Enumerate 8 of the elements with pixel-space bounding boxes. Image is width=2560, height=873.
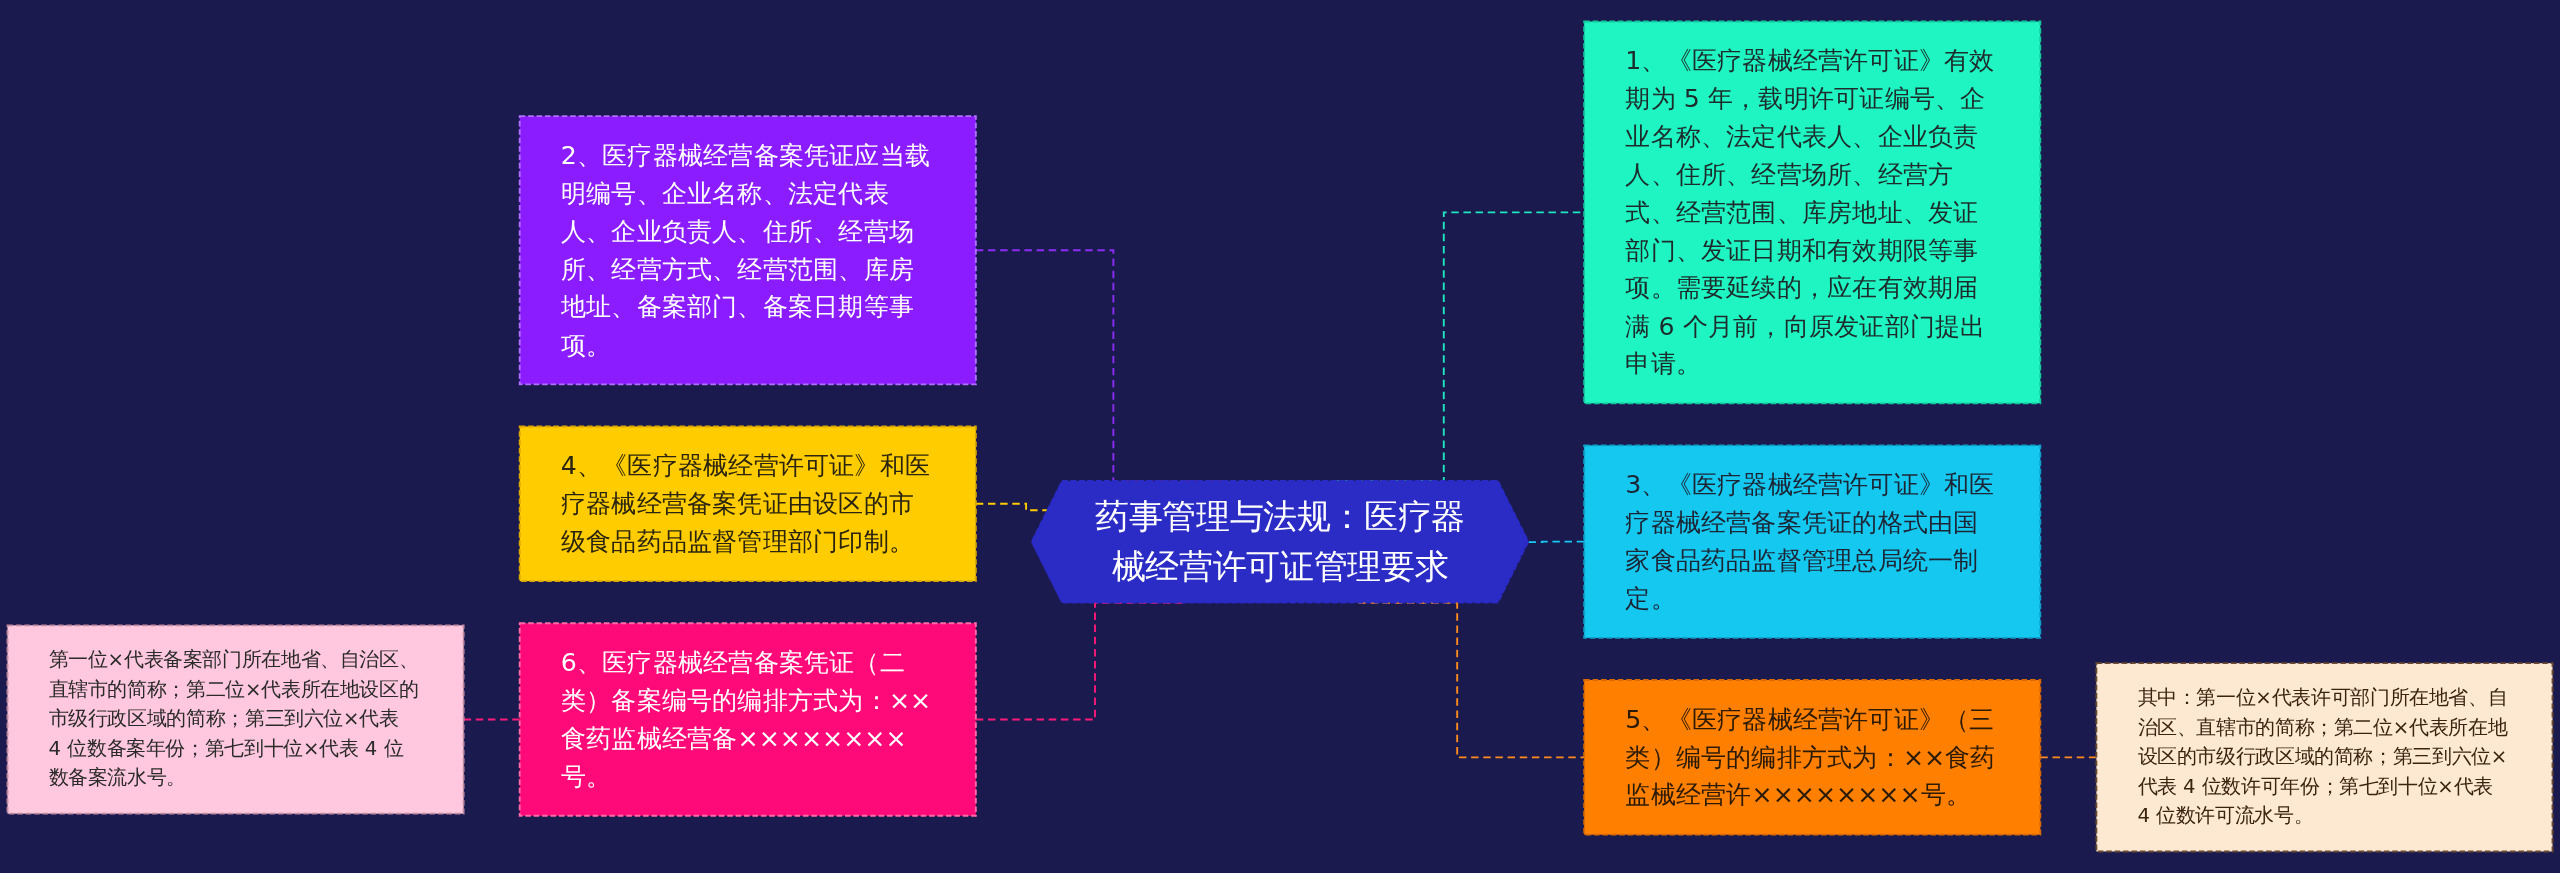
node-box: 3、《医疗器械经营许可证》和医疗器械经营备案凭证的格式由国家食品药品监督管理总局统一制定。 bbox=[1583, 444, 2042, 639]
node-box: 1、《医疗器械经营许可证》有效期为 5 年，载明许可证编号、企业名称、法定代表人、企业负责人、住所、经营场所、经营方式、经营范围、库房地址、发证部门、发证日期和有效期限等事项。需要延续的，应在有效期届满 6 个月前，向原发证部门提出申请。 bbox=[1583, 20, 2042, 405]
node-box: 第一位×代表备案部门所在地省、自治区、直辖市的简称；第二位×代表所在地设区的市级行政区域的简称；第三到六位×代表 4 位数备案年份；第七到十位×代表 4 位数备案流水号。 bbox=[6, 624, 465, 815]
node-box: 其中：第一位×代表许可部门所在地省、自治区、直辖市的简称；第二位×代表所在地设区的市级行政区域的简称；第三到六位×代表 4 位数许可年份；第七到十位×代表 4 位数许可流水号。 bbox=[2095, 662, 2554, 853]
node-box: 6、医疗器械经营备案凭证（二类）备案编号的编排方式为：××食药监械经营备××××××××号。 bbox=[518, 622, 977, 817]
node-box: 2、医疗器械经营备案凭证应当载明编号、企业名称、法定代表人、企业负责人、住所、经营场所、经营方式、经营范围、库房地址、备案部门、备案日期等事项。 bbox=[518, 115, 977, 386]
node-box: 5、《医疗器械经营许可证》（三类）编号的编排方式为：××食药监械经营许××××××××号。 bbox=[1583, 679, 2042, 836]
node-box: 4、《医疗器械经营许可证》和医疗器械经营备案凭证由设区的市级食品药品监督管理部门印制。 bbox=[518, 425, 977, 583]
